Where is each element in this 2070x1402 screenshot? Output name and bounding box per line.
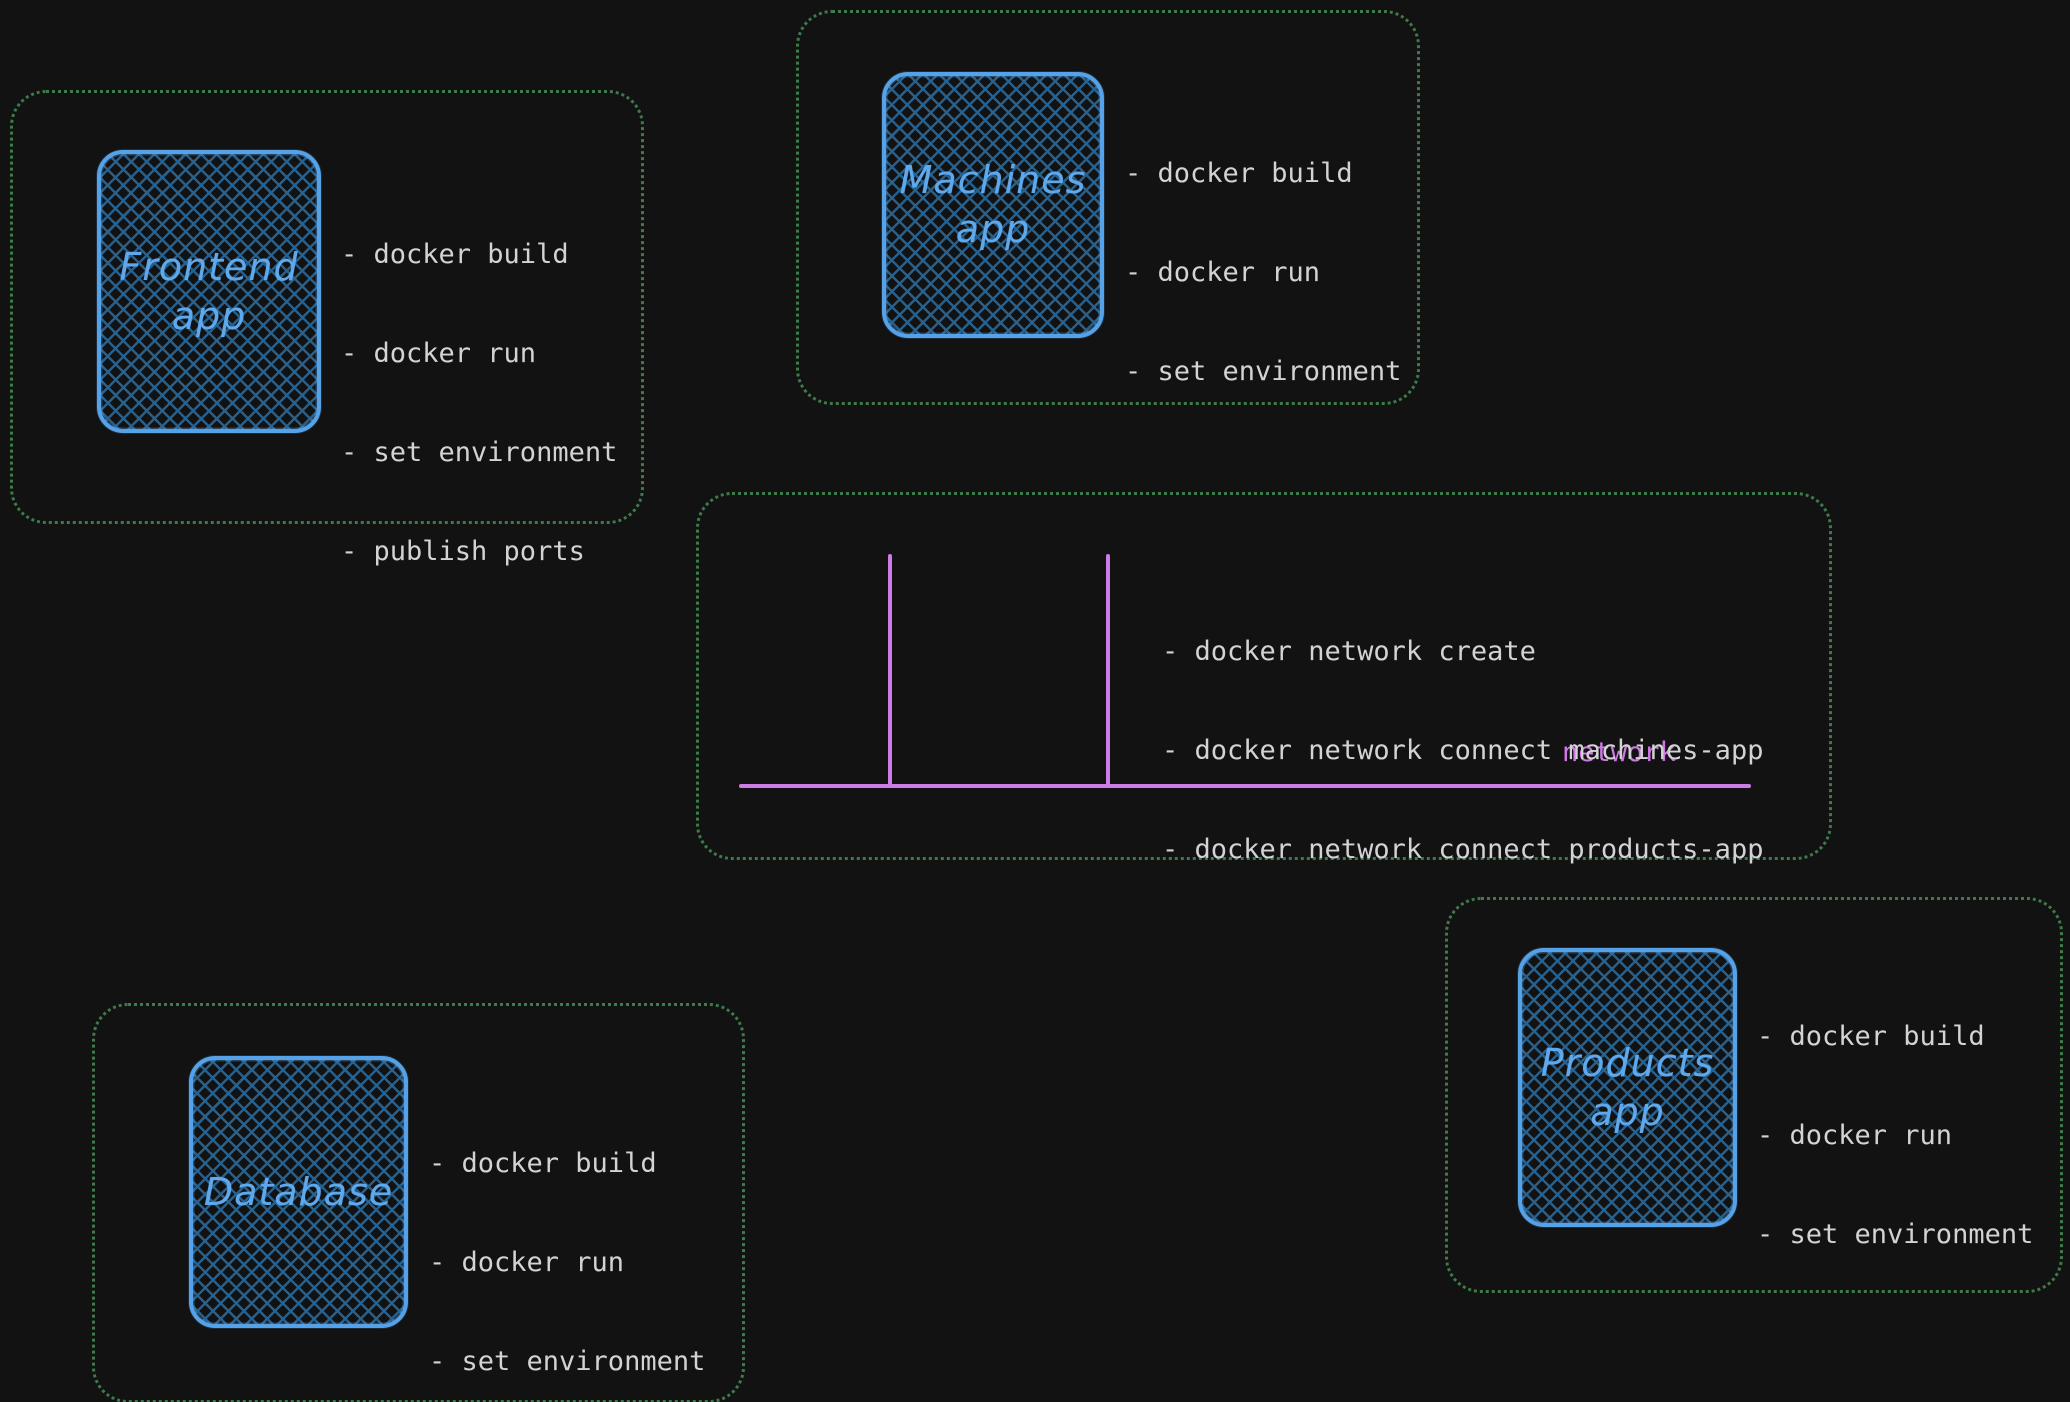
database-label-line1: Database [203, 1169, 394, 1214]
network-command-list: - docker network create - docker network… [1162, 569, 1763, 932]
command-item: - docker run [1125, 257, 1321, 288]
network-container[interactable] [696, 492, 1832, 860]
network-label: network [1562, 737, 1676, 768]
frontend-app-label: Frontend app [119, 243, 298, 341]
products-app-label-line1: Products [1540, 1040, 1715, 1085]
command-item: - set environment [341, 437, 618, 468]
command-item: - publish ports [341, 536, 585, 567]
machines-container[interactable] [796, 10, 1420, 405]
products-app-label: Products app [1541, 1039, 1715, 1137]
products-app-node[interactable]: Products app [1518, 948, 1737, 1227]
network-branch-line-2[interactable] [1106, 554, 1110, 786]
frontend-container[interactable] [10, 90, 644, 524]
frontend-app-label-line1: Frontend [119, 244, 299, 289]
machines-command-list: - docker build - docker run - set enviro… [1125, 91, 1401, 454]
frontend-command-list: - docker build - docker run - set enviro… [341, 172, 617, 634]
database-node[interactable]: Database [189, 1056, 408, 1328]
network-branch-line-1[interactable] [888, 554, 892, 786]
command-item: - docker network connect machines-app [1162, 735, 1764, 766]
command-item: - docker network create [1162, 636, 1536, 667]
database-command-list: - docker build - docker run - set enviro… [429, 1081, 705, 1402]
machines-app-node[interactable]: Machines app [882, 72, 1104, 338]
machines-app-label: Machines app [900, 156, 1087, 254]
command-item: - docker run [1757, 1120, 1953, 1151]
machines-app-label-line2: app [955, 207, 1031, 251]
command-item: - docker network connect products-app [1162, 834, 1764, 865]
command-item: - set environment [1125, 356, 1402, 387]
products-command-list: - docker build - docker run - set enviro… [1757, 954, 2033, 1317]
command-item: - docker run [429, 1247, 625, 1278]
frontend-app-label-line2: app [171, 293, 247, 338]
command-item: - set environment [429, 1346, 706, 1377]
frontend-app-node[interactable]: Frontend app [97, 150, 321, 433]
command-item: - docker build [1757, 1021, 1985, 1052]
command-item: - docker build [341, 239, 569, 270]
command-item: - docker run [341, 338, 537, 369]
database-label: Database [204, 1168, 393, 1217]
database-container[interactable] [92, 1003, 745, 1402]
products-app-label-line2: app [1590, 1089, 1665, 1134]
command-item: - docker build [429, 1148, 657, 1179]
network-bus-line[interactable] [739, 784, 1751, 788]
products-container[interactable] [1445, 897, 2063, 1293]
command-item: - docker build [1125, 158, 1353, 189]
machines-app-label-line1: Machines [899, 158, 1087, 202]
command-item: - set environment [1757, 1219, 2034, 1250]
